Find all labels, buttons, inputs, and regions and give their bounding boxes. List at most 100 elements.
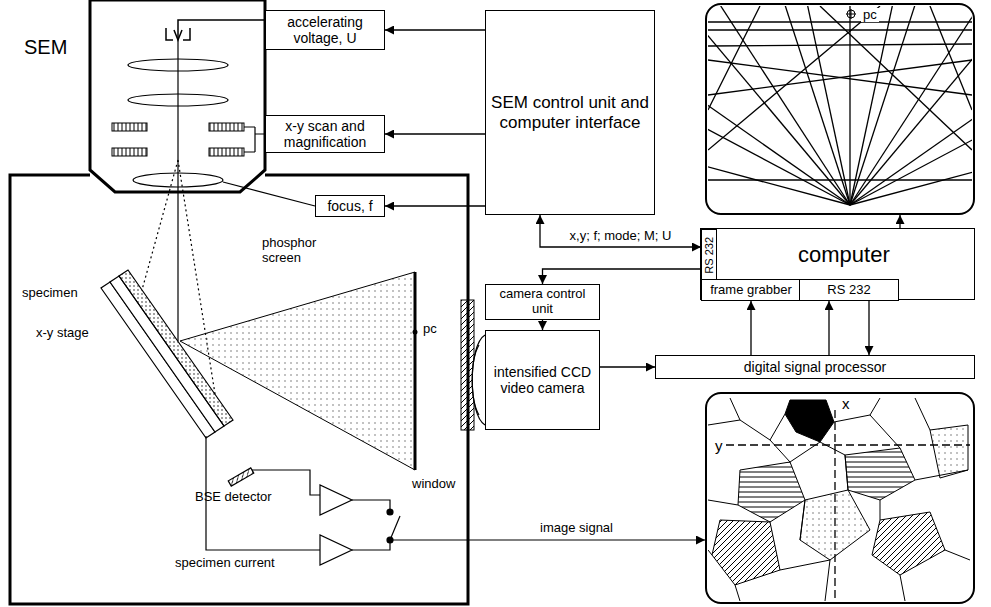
kikuchi-pattern <box>850 122 972 205</box>
monitor-screen: pc <box>705 3 975 215</box>
electron-beam <box>177 40 178 341</box>
detector-electronics <box>390 539 705 540</box>
control-unit-box: SEM control unit and computer interface <box>485 10 655 215</box>
box-label: digital signal processor <box>744 359 886 375</box>
card-box: frame grabber <box>701 279 801 301</box>
orientation-map <box>738 462 805 522</box>
part-label: pc <box>423 322 437 337</box>
box-label: camera control unit <box>490 287 595 317</box>
kikuchi-pattern <box>708 60 972 95</box>
orientation-map <box>708 398 970 601</box>
node-label: computer <box>796 243 892 267</box>
instrument-title: SEM <box>24 36 67 59</box>
orientation-map <box>708 398 970 601</box>
signal-arrow <box>750 301 751 355</box>
sem-column <box>10 0 468 604</box>
box-label: RS 232 <box>703 237 716 274</box>
box-label: accelerating voltage, U <box>270 14 380 46</box>
kikuchi-pattern <box>708 60 972 95</box>
phosphor-screen <box>414 272 417 470</box>
signal-arrow <box>542 320 543 330</box>
box-label: focus, f <box>327 198 372 214</box>
control-box: accelerating voltage, U <box>265 10 385 50</box>
control-wire <box>223 182 315 206</box>
part-label: image signal <box>540 521 613 536</box>
port-box: RS 232 <box>799 279 899 301</box>
kikuchi-pattern <box>850 6 972 205</box>
specimen-stage <box>101 282 215 438</box>
electron-gun <box>166 20 265 40</box>
part-label: x-y stage <box>36 326 89 341</box>
pattern-center <box>847 10 855 18</box>
monitor-screen: xy <box>705 392 975 604</box>
scan-axis <box>834 410 835 600</box>
detector-electronics <box>352 500 390 550</box>
camera-lens <box>472 345 479 415</box>
orientation-map <box>930 425 968 478</box>
scan-axis <box>726 410 970 600</box>
phosphor-screen <box>180 272 418 470</box>
box-label: frame grabber <box>710 283 792 298</box>
node-label: y <box>713 438 725 455</box>
box-label: intensified CCD video camera <box>490 364 595 396</box>
part-label: specimen current <box>175 556 275 571</box>
kikuchi-pattern <box>708 6 972 205</box>
electron-gun <box>178 20 265 40</box>
control-box: x-y scan and magnification <box>265 115 385 153</box>
part-label: phosphor screen <box>262 236 332 266</box>
orientation-map <box>785 400 834 442</box>
control-wire <box>244 127 265 152</box>
detector-electronics <box>206 436 705 565</box>
signal-arrow <box>868 301 869 355</box>
kikuchi-pattern <box>849 6 850 205</box>
orientation-map <box>845 448 915 500</box>
detector-electronics <box>228 468 254 486</box>
control-box: focus, f <box>315 195 385 217</box>
signal-label: x,y; f; mode; M; U <box>570 229 672 244</box>
signal-arrow <box>600 366 655 367</box>
computer-box: computer RS 232 frame grabber RS 232 <box>700 228 975 300</box>
kikuchi-pattern <box>708 6 760 110</box>
kikuchi-pattern <box>850 55 972 205</box>
node-label: pc <box>861 8 879 22</box>
phosphor-screen <box>180 272 415 470</box>
box-label: x-y scan and magnification <box>270 118 380 150</box>
kikuchi-pattern <box>708 44 972 46</box>
chamber-window <box>461 300 474 430</box>
signal-arrow <box>543 269 702 284</box>
pattern-center <box>846 9 856 19</box>
kikuchi-pattern <box>820 6 972 150</box>
scan-coil <box>209 123 244 131</box>
signal-arrow <box>899 215 900 228</box>
signal-arrow <box>540 215 701 247</box>
phosphor-screen <box>413 330 418 335</box>
kikuchi-pattern <box>708 122 850 205</box>
kikuchi-pattern <box>708 21 972 22</box>
signal-arrow <box>385 133 485 134</box>
camera-lens <box>472 335 485 425</box>
detector-electronics <box>320 535 352 565</box>
node-label: x <box>840 396 852 413</box>
device-box: camera control unit <box>485 284 600 320</box>
chamber-window <box>461 300 474 430</box>
box-label: SEM control unit and computer interface <box>490 93 650 132</box>
camera-lens <box>472 335 485 425</box>
kikuchi-pattern <box>751 6 850 205</box>
orientation-map <box>712 520 780 585</box>
kikuchi-pattern <box>708 55 850 205</box>
pattern-center <box>846 9 856 19</box>
kikuchi-pattern <box>930 6 972 110</box>
signal-arrow <box>385 205 485 206</box>
scan-coil <box>112 148 147 156</box>
part-label: window <box>412 477 455 492</box>
part-label: specimen <box>22 286 78 301</box>
part-label: BSE detector <box>195 490 272 505</box>
scan-coil <box>209 148 244 156</box>
camera-box: intensified CCD video camera <box>485 330 600 430</box>
kikuchi-pattern <box>708 179 972 180</box>
detector-electronics <box>320 485 352 515</box>
kikuchi-pattern <box>850 6 972 205</box>
kikuchi-pattern <box>783 6 850 205</box>
scan-axis <box>726 444 970 445</box>
